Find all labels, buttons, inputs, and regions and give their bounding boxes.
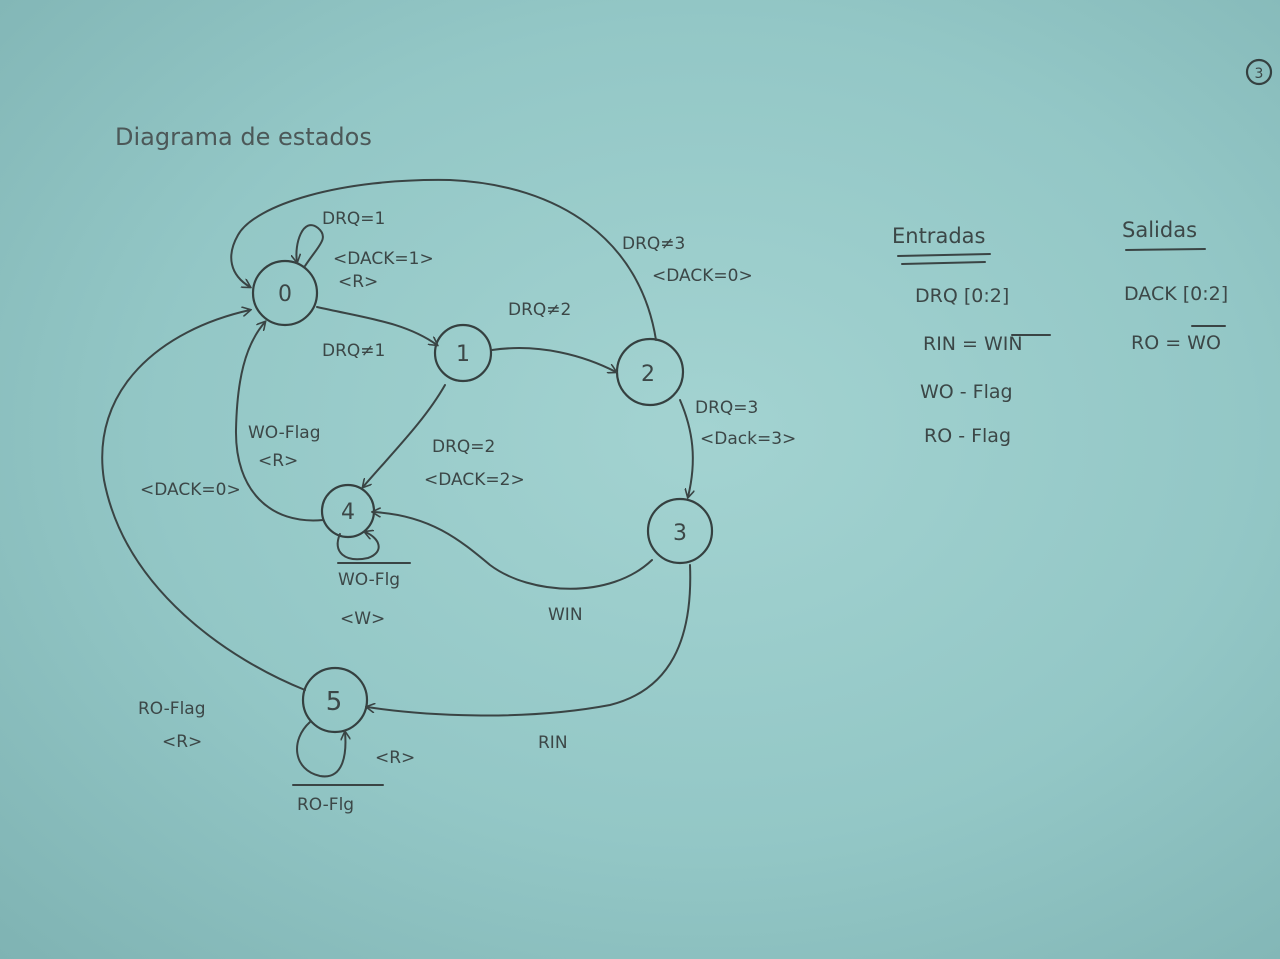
state-4-label: 4 — [341, 500, 355, 525]
salidas-underline — [1125, 248, 1206, 251]
state-5: 5 — [301, 666, 369, 734]
state-2: 2 — [615, 337, 685, 407]
edge-2-to-0 — [230, 178, 657, 341]
label-s1-to-4-cond: DRQ=2 — [432, 437, 495, 457]
salida-item: DACK [0:2] — [1124, 283, 1228, 305]
state-0: 0 — [251, 259, 319, 327]
label-s4-to-0-out: <R> — [258, 451, 298, 471]
label-s0-self-out1: <DACK=1> — [333, 249, 434, 269]
state-4: 4 — [320, 483, 376, 539]
edge-0-self — [296, 224, 324, 267]
label-s5-self-out: <R> — [375, 748, 415, 768]
label-s5-to-0-dack: <DACK=0> — [140, 480, 241, 500]
label-s2-to-0-out: <DACK=0> — [652, 266, 753, 286]
edge-2-to-3 — [679, 399, 693, 497]
label-s4-to-0-cond: WO-Flag — [248, 423, 321, 443]
state-5-label: 5 — [326, 687, 343, 717]
state-2-label: 2 — [641, 362, 655, 387]
edge-4-self — [336, 532, 380, 561]
state-1: 1 — [433, 323, 493, 383]
label-s5-to-0-out: <R> — [162, 732, 202, 752]
edge-1-to-2 — [491, 347, 616, 372]
edge-3-to-4 — [373, 512, 653, 590]
label-s1-to-4-out: <DACK=2> — [424, 470, 525, 490]
edge-5-self — [296, 721, 345, 778]
page-number-circle — [1245, 58, 1273, 86]
label-s2-to-0-cond: DRQ≠3 — [622, 234, 685, 254]
label-s3-to-4: WIN — [548, 605, 583, 625]
label-s5-self-cond: RO-Flg — [297, 795, 354, 815]
entradas-underline-2 — [901, 261, 986, 265]
state-3: 3 — [646, 497, 714, 565]
diagram-title: Diagrama de estados — [115, 123, 372, 151]
edge-1-to-4 — [363, 384, 446, 487]
entradas-section: Entradas DRQ [0:2] RIN = WIN WO - Flag R… — [892, 224, 1023, 447]
edge-0-to-1 — [316, 306, 437, 345]
entrada-item: RIN = WIN — [923, 333, 1023, 355]
edge-5-to-0 — [101, 310, 306, 691]
label-s1-to-2: DRQ≠2 — [508, 300, 571, 320]
label-s5-to-0-cond: RO-Flag — [138, 699, 206, 719]
entrada-item: RO - Flag — [924, 425, 1011, 447]
entrada-item: WO - Flag — [920, 381, 1013, 403]
salida-item: RO = WO — [1131, 332, 1221, 354]
state-0-label: 0 — [278, 282, 292, 307]
label-s4-self-cond: WO-Flg — [338, 570, 400, 590]
page-number: 3 — [1255, 66, 1264, 82]
label-s0-self-out2: <R> — [338, 272, 378, 292]
salidas-heading: Salidas — [1122, 218, 1197, 242]
state-3-label: 3 — [673, 521, 687, 546]
entradas-heading: Entradas — [892, 224, 985, 248]
label-s4-self-out: <W> — [340, 609, 385, 629]
state-1-label: 1 — [456, 342, 470, 367]
edge-4-to-0 — [234, 322, 324, 522]
salidas-section: Salidas DACK [0:2] RO = WO — [1122, 218, 1228, 354]
entradas-underline-1 — [897, 253, 991, 257]
entrada-item: DRQ [0:2] — [915, 285, 1009, 307]
label-s2-to-3-cond: DRQ=3 — [695, 398, 758, 418]
label-s3-to-5: RIN — [538, 733, 568, 753]
edge-3-to-5 — [367, 564, 692, 717]
label-s0-self-cond: DRQ=1 — [322, 209, 385, 229]
label-s0-to-1: DRQ≠1 — [322, 341, 385, 361]
label-s2-to-3-out: <Dack=3> — [700, 429, 796, 449]
